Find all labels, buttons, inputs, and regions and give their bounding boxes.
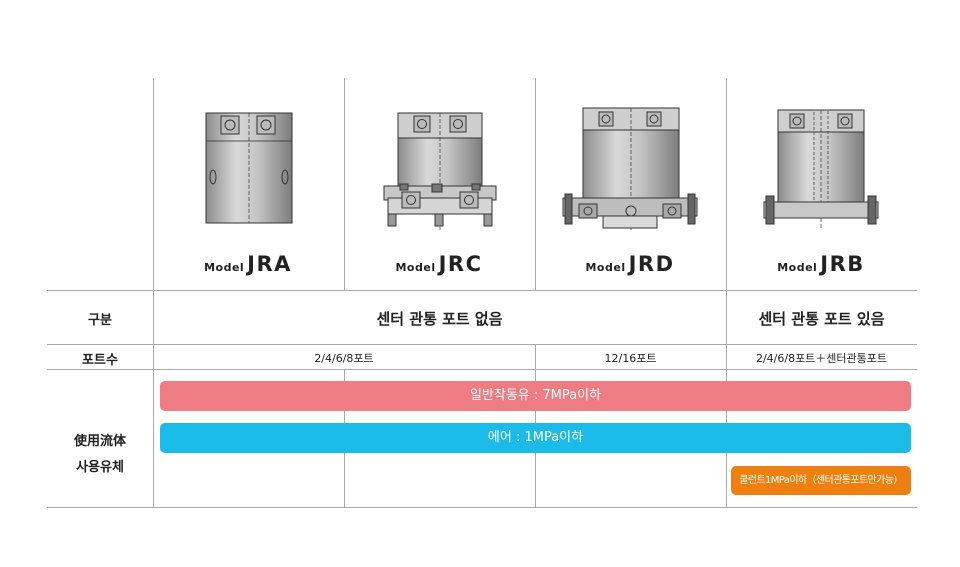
oil-bar: 일반작동유 : 7MPa이하 [160, 381, 911, 411]
model-prefix: Model [585, 261, 626, 274]
coolant-bar: 쿨런트1MPa이하（센터관통포트만가능） [731, 466, 911, 495]
no-center-port-text: 센터 관통 포트 없음 [376, 310, 503, 328]
air-bar: 에어 : 1MPa이하 [160, 423, 911, 453]
row-divider [47, 290, 917, 291]
model-prefix: Model [204, 261, 245, 274]
row-divider [47, 369, 917, 370]
model-code: JRA [247, 252, 292, 276]
column-divider [535, 78, 536, 290]
row-label-fluid-cn: 使用流体 [73, 434, 126, 449]
ports-jra-jrc: 2/4/6/8포트 [314, 352, 374, 365]
column-divider [344, 78, 345, 290]
jrd-chuck-image [562, 107, 698, 230]
row-label-category: 구분 [88, 313, 112, 328]
jra-chuck-image [205, 112, 293, 224]
model-code: JRD [628, 252, 675, 276]
oil-bar-text: 일반작동유 : 7MPa이하 [469, 388, 602, 403]
model-code: JRC [438, 252, 483, 276]
model-prefix: Model [395, 261, 436, 274]
row-divider [47, 507, 917, 508]
column-divider [153, 78, 154, 507]
jrc-chuck-image [383, 112, 497, 230]
model-code: JRB [820, 252, 865, 276]
row-label-ports: 포트수 [82, 353, 118, 368]
ports-jrb: 2/4/6/8포트＋센터관통포트 [755, 352, 888, 365]
model-prefix: Model [777, 261, 818, 274]
row-label-fluid-kr: 사용유체 [76, 460, 124, 475]
with-center-port-text: 센터 관통 포트 있음 [758, 310, 885, 328]
air-bar-text: 에어 : 1MPa이하 [487, 430, 584, 445]
row-divider [47, 344, 917, 345]
ports-jrd: 12/16포트 [604, 352, 657, 365]
coolant-bar-text: 쿨런트1MPa이하（센터관통포트만가능） [739, 475, 903, 486]
column-divider [726, 78, 727, 507]
jrb-chuck-image [763, 109, 879, 230]
